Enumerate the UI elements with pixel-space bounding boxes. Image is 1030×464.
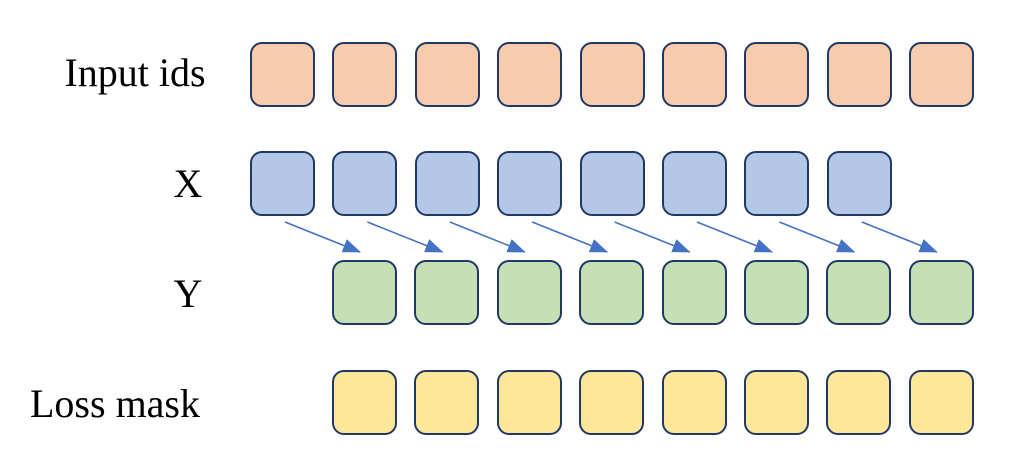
input-ids-square-9 <box>909 42 975 107</box>
y-square-2 <box>414 260 480 325</box>
input-ids-square-4 <box>497 42 563 107</box>
loss-mask-square-2 <box>414 370 480 435</box>
y-square-5 <box>661 260 727 325</box>
loss-mask-square-5 <box>661 370 727 435</box>
shift-arrow-6 <box>696 221 773 253</box>
loss-mask-square-3 <box>496 370 562 435</box>
y-square-7 <box>826 260 892 325</box>
loss-mask-square-6 <box>744 370 809 435</box>
shift-arrow-7 <box>779 221 856 253</box>
input-ids-square-1 <box>250 42 315 107</box>
x-square-2 <box>332 151 398 216</box>
x-square-7 <box>744 151 810 216</box>
y-square-1 <box>332 260 397 325</box>
input-ids-square-7 <box>744 42 810 107</box>
y-square-3 <box>496 260 562 325</box>
shift-arrow-2 <box>367 221 444 253</box>
shift-arrow-5 <box>614 221 691 253</box>
input-ids-square-8 <box>826 42 892 107</box>
y-square-8 <box>908 260 974 325</box>
x-square-5 <box>579 151 645 216</box>
shift-arrow-3 <box>449 221 526 253</box>
input-ids-square-6 <box>662 42 727 107</box>
input-ids-square-2 <box>332 42 398 107</box>
row-label-input-ids: Input ids <box>64 50 206 95</box>
loss-mask-square-1 <box>332 370 397 435</box>
input-ids-square-3 <box>414 42 480 107</box>
y-square-4 <box>579 260 645 325</box>
y-square-6 <box>744 260 809 325</box>
x-square-6 <box>662 151 727 216</box>
row-label-loss-mask: Loss mask <box>30 381 200 426</box>
x-square-1 <box>250 151 315 216</box>
loss-mask-square-7 <box>826 370 892 435</box>
loss-mask-square-8 <box>908 370 974 435</box>
shift-arrow-8 <box>861 221 938 253</box>
x-square-8 <box>826 151 892 216</box>
loss-mask-square-4 <box>579 370 645 435</box>
shift-arrow-4 <box>531 221 609 253</box>
x-square-3 <box>414 151 480 216</box>
row-label-y: Y <box>173 271 203 316</box>
x-square-4 <box>497 151 563 216</box>
row-label-x: X <box>173 161 203 206</box>
shift-arrow-1 <box>284 221 361 253</box>
input-ids-square-5 <box>579 42 645 107</box>
